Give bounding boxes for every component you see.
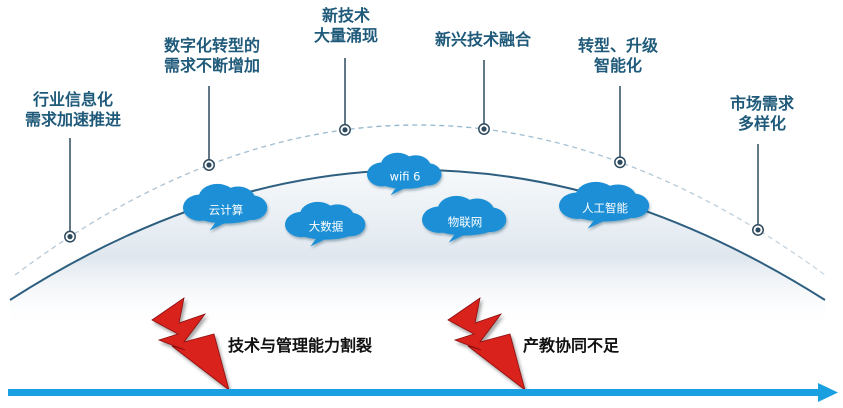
cloud-puff	[568, 196, 642, 222]
driver-label-line: 转型、升级	[577, 36, 658, 55]
dome-fill	[10, 170, 825, 330]
driver-label-market-diversity: 市场需求 多样化	[712, 94, 812, 134]
lightning-bolt-icon	[151, 297, 230, 392]
challenge-label-tech-management-gap: 技术与管理能力割裂	[228, 336, 373, 355]
timeline-arrow	[8, 383, 838, 402]
outer-dashed-arc	[14, 124, 826, 276]
lightning-shape	[447, 297, 526, 392]
technology-cloud: 大数据	[285, 201, 366, 247]
technology-label: 云计算	[209, 203, 244, 217]
technology-label: wifi 6	[390, 169, 421, 183]
driver-label-line: 市场需求	[729, 94, 794, 113]
driver-marker-dot	[206, 162, 212, 168]
driver-label-line: 新兴技术融合	[434, 30, 531, 49]
driver-label-line: 大量涌现	[313, 26, 378, 45]
cloud-puff	[430, 210, 500, 236]
driver-marker-dot	[342, 127, 348, 133]
technology-cloud: 物联网	[422, 195, 507, 243]
technology-label: 大数据	[309, 220, 344, 234]
lightning-bolt-icon	[447, 297, 526, 392]
cloud-tail	[310, 236, 328, 247]
driver-label-line: 需求加速推进	[24, 110, 121, 129]
driver-label-digital-transformation: 数字化转型的 需求不断增加	[148, 36, 276, 76]
driver-marker-dot	[67, 234, 73, 240]
technology-cloud: 云计算	[183, 183, 268, 231]
technology-label: 物联网	[448, 215, 483, 229]
cloud-tail	[448, 231, 467, 243]
lightning-shape	[151, 297, 230, 392]
driver-label-line: 需求不断增加	[163, 56, 260, 75]
challenge-label-industry-education-gap: 产教协同不足	[523, 336, 620, 355]
driver-label-upgrade-intelligence: 转型、升级 智能化	[560, 36, 676, 76]
cloud-puff	[191, 198, 261, 224]
cloud-puff	[293, 216, 359, 240]
technology-label: 人工智能	[582, 201, 628, 215]
connector-group	[64, 58, 764, 243]
driver-label-new-technologies: 新技术 大量涌现	[296, 6, 396, 46]
driver-label-line: 智能化	[593, 56, 642, 75]
cloud-puff	[374, 166, 436, 189]
driver-label-line: 行业信息化	[32, 90, 113, 109]
lightning-group	[151, 297, 526, 392]
technology-cloud: 人工智能	[559, 181, 650, 229]
cloud-tail	[209, 219, 228, 231]
driver-marker-dot	[481, 126, 487, 132]
driver-marker-dot	[755, 227, 761, 233]
technology-cloud: wifi 6	[367, 152, 442, 196]
driver-label-industry-informatization: 行业信息化 需求加速推进	[14, 90, 132, 130]
driver-marker-dot	[617, 159, 623, 165]
driver-label-line: 数字化转型的	[163, 36, 260, 55]
driver-label-line: 多样化	[737, 114, 786, 133]
cloud-tail	[390, 185, 407, 196]
driver-label-line: 新技术	[321, 6, 370, 25]
cloud-tail	[587, 217, 607, 229]
driver-label-technology-fusion: 新兴技术融合	[420, 30, 546, 50]
